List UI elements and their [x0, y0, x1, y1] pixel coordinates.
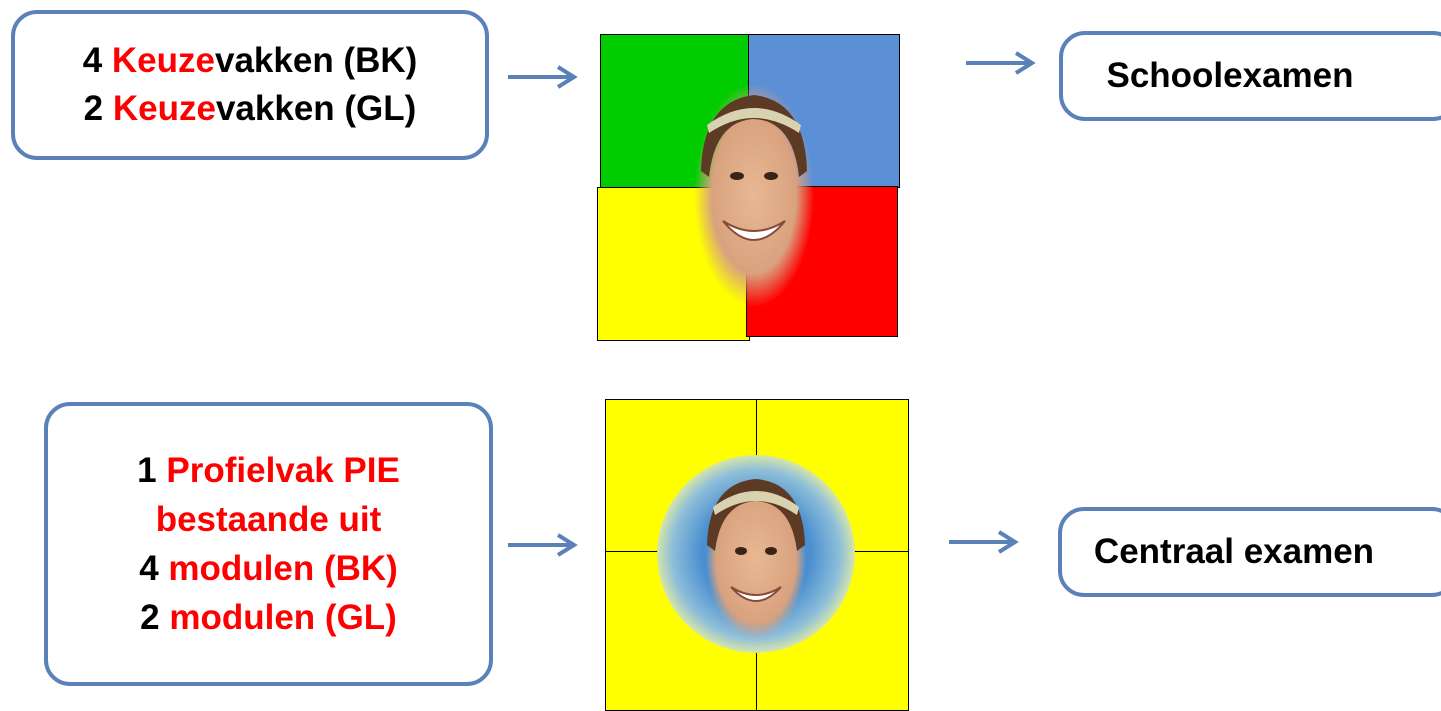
schoolexamen-box: Schoolexamen: [1059, 31, 1441, 121]
right-arrow-icon: [966, 51, 1036, 75]
profiel-line-1: 1 Profielvak PIE: [137, 451, 400, 490]
girl-face-photo: [694, 83, 814, 307]
right-arrow-icon: [508, 65, 578, 89]
bottom-quadrant-puzzle: [605, 399, 909, 711]
centraal-examen-label: Centraal examen: [1093, 532, 1375, 571]
profiel-line-2: bestaande uit: [155, 500, 382, 539]
profielvak-box: 1 Profielvak PIE bestaande uit 4 modulen…: [44, 402, 493, 686]
keuze-line-gl: 2 Keuzevakken (GL): [83, 89, 417, 128]
centraal-examen-box: Centraal examen: [1058, 507, 1441, 597]
profiel-line-gl: 2 modulen (GL): [140, 598, 397, 637]
girl-face-photo: [657, 455, 855, 653]
right-arrow-icon: [949, 530, 1019, 554]
keuze-line-bk: 4 Keuzevakken (BK): [82, 41, 418, 80]
right-arrow-icon: [508, 533, 578, 557]
keuzevakken-box: 4 Keuzevakken (BK) 2 Keuzevakken (GL): [11, 10, 489, 160]
top-quadrant-puzzle: [597, 33, 901, 341]
profiel-line-bk: 4 modulen (BK): [139, 549, 398, 588]
schoolexamen-label: Schoolexamen: [1106, 56, 1354, 95]
